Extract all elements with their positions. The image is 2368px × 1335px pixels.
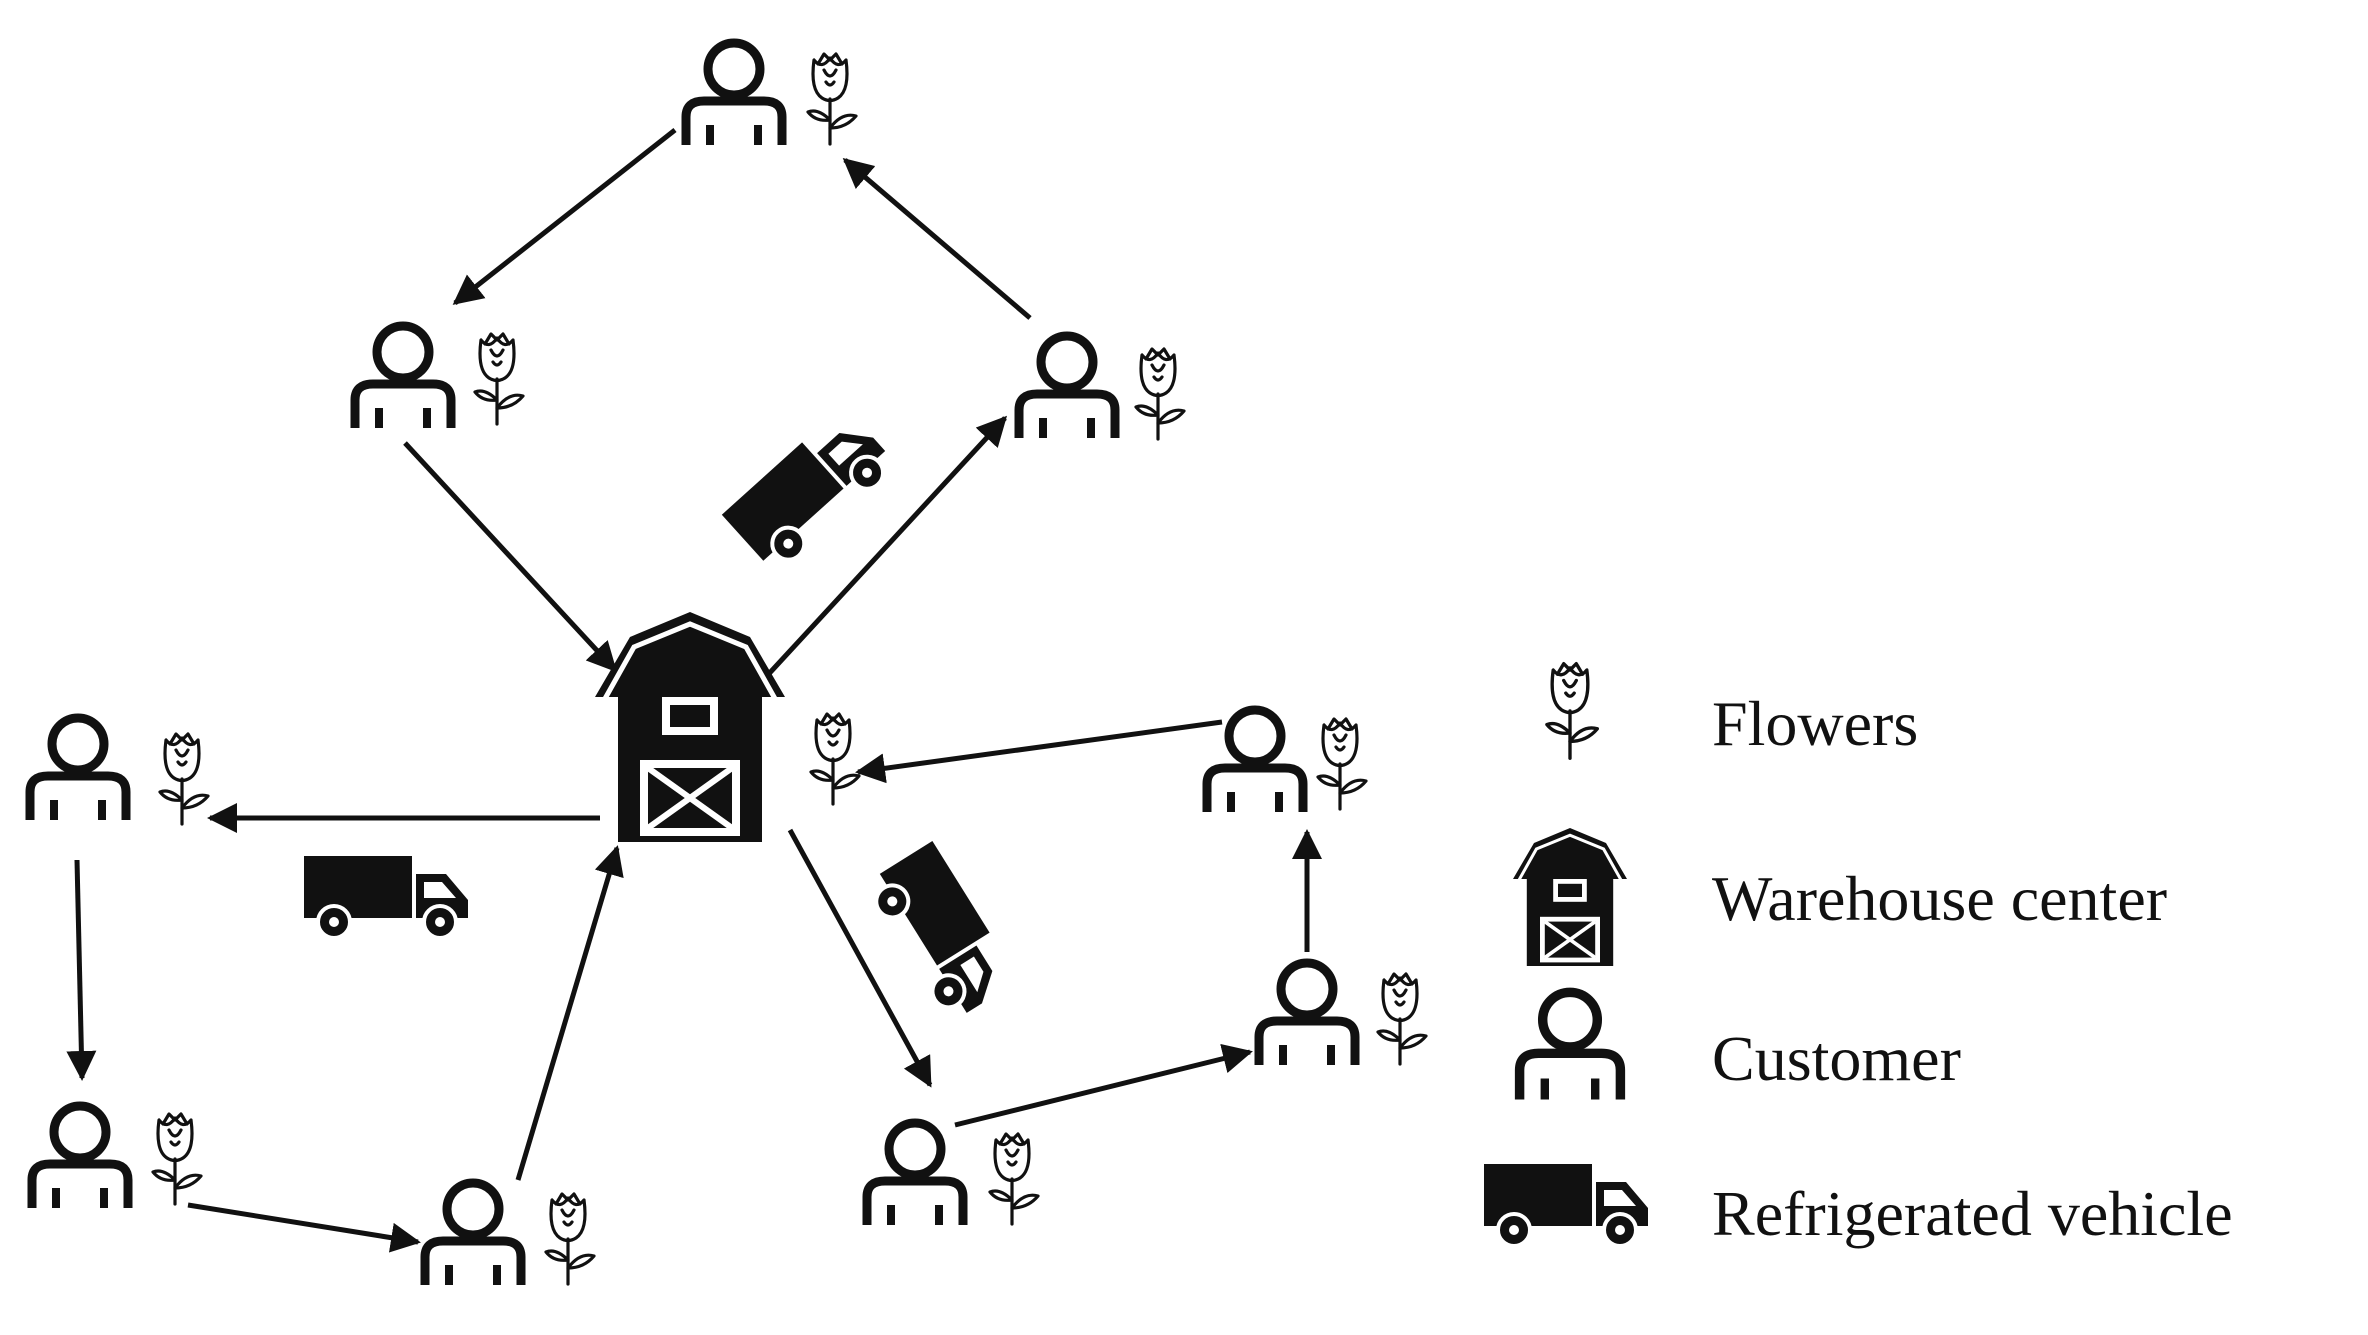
legend-label-warehouse: Warehouse center	[1712, 863, 2167, 934]
arrow-customer-bottom-left-to-warehouse	[515, 845, 624, 1181]
flower-icon	[544, 1192, 596, 1286]
customer-node-left-mid	[30, 718, 210, 826]
arrow-customer-bottom-mid-to-customer-right-low	[954, 1043, 1253, 1128]
flower-icon	[158, 732, 210, 826]
arrow-customer-top-to-customer-left-top	[452, 128, 677, 305]
legend-item-flowers: Flowers	[1545, 662, 1918, 760]
person-customer-icon	[1520, 992, 1621, 1099]
customer-icon	[355, 326, 451, 428]
customer-icon	[867, 1123, 963, 1225]
flower-icon	[151, 1112, 203, 1206]
legend-item-warehouse: Warehouse center	[1511, 826, 2167, 968]
legend-label-customer: Customer	[1712, 1023, 1961, 1094]
customer-node-bottom-mid	[867, 1123, 1040, 1226]
customer-icon	[1259, 963, 1355, 1065]
customer-node-right-mid	[1207, 710, 1368, 812]
flower-icon	[806, 52, 858, 146]
delivery-truck-icon	[1482, 1162, 1650, 1248]
flower-icon	[1134, 347, 1186, 441]
customer-node-bottom-left	[425, 1183, 596, 1286]
barn-warehouse-icon	[1511, 826, 1629, 968]
arrow-customer-left-bottom-to-customer-bottom-left	[187, 1202, 421, 1253]
customer-icon	[32, 1106, 128, 1208]
arrow-warehouse-to-customer-bottom-mid	[787, 828, 933, 1088]
arrow-warehouse-to-customer-right-top	[763, 415, 1008, 680]
legend-label-vehicle: Refrigerated vehicle	[1712, 1178, 2233, 1249]
arrow-customer-right-top-to-customer-top	[842, 158, 1032, 320]
arrow-customer-left-mid-to-customer-left-bottom	[66, 859, 97, 1081]
customer-node-top	[686, 43, 858, 146]
flower-icon	[473, 332, 525, 426]
customer-node-right-top	[1019, 336, 1186, 441]
flower-icon-warehouse	[809, 712, 861, 806]
customer-node-right-low	[1259, 963, 1428, 1066]
customer-node-left-top	[355, 326, 525, 428]
flower-icon	[1316, 717, 1368, 811]
legend: Flowers Warehouse center Customer Refrig…	[1482, 662, 2233, 1249]
customer-icon	[686, 43, 782, 145]
flower-icon	[1376, 972, 1428, 1066]
truck-icon-route-3	[860, 838, 1022, 1026]
arrow-customer-right-mid-to-warehouse	[855, 719, 1223, 784]
customer-icon	[1019, 336, 1115, 438]
warehouse-center-icon	[595, 612, 785, 842]
legend-item-customer: Customer	[1520, 992, 1961, 1099]
customer-icon	[425, 1183, 521, 1285]
truck-icon-route-2	[302, 854, 470, 940]
flower-icon	[1545, 662, 1599, 760]
customer-icon	[30, 718, 126, 820]
arrow-customer-left-top-to-warehouse	[403, 441, 618, 673]
legend-item-vehicle: Refrigerated vehicle	[1482, 1162, 2233, 1249]
customer-node-left-bottom	[32, 1106, 203, 1208]
flower-icon	[988, 1132, 1040, 1226]
route-arrows	[66, 128, 1322, 1253]
truck-icon-route-1	[719, 402, 901, 578]
legend-label-flowers: Flowers	[1712, 688, 1918, 759]
customer-icon	[1207, 710, 1303, 812]
